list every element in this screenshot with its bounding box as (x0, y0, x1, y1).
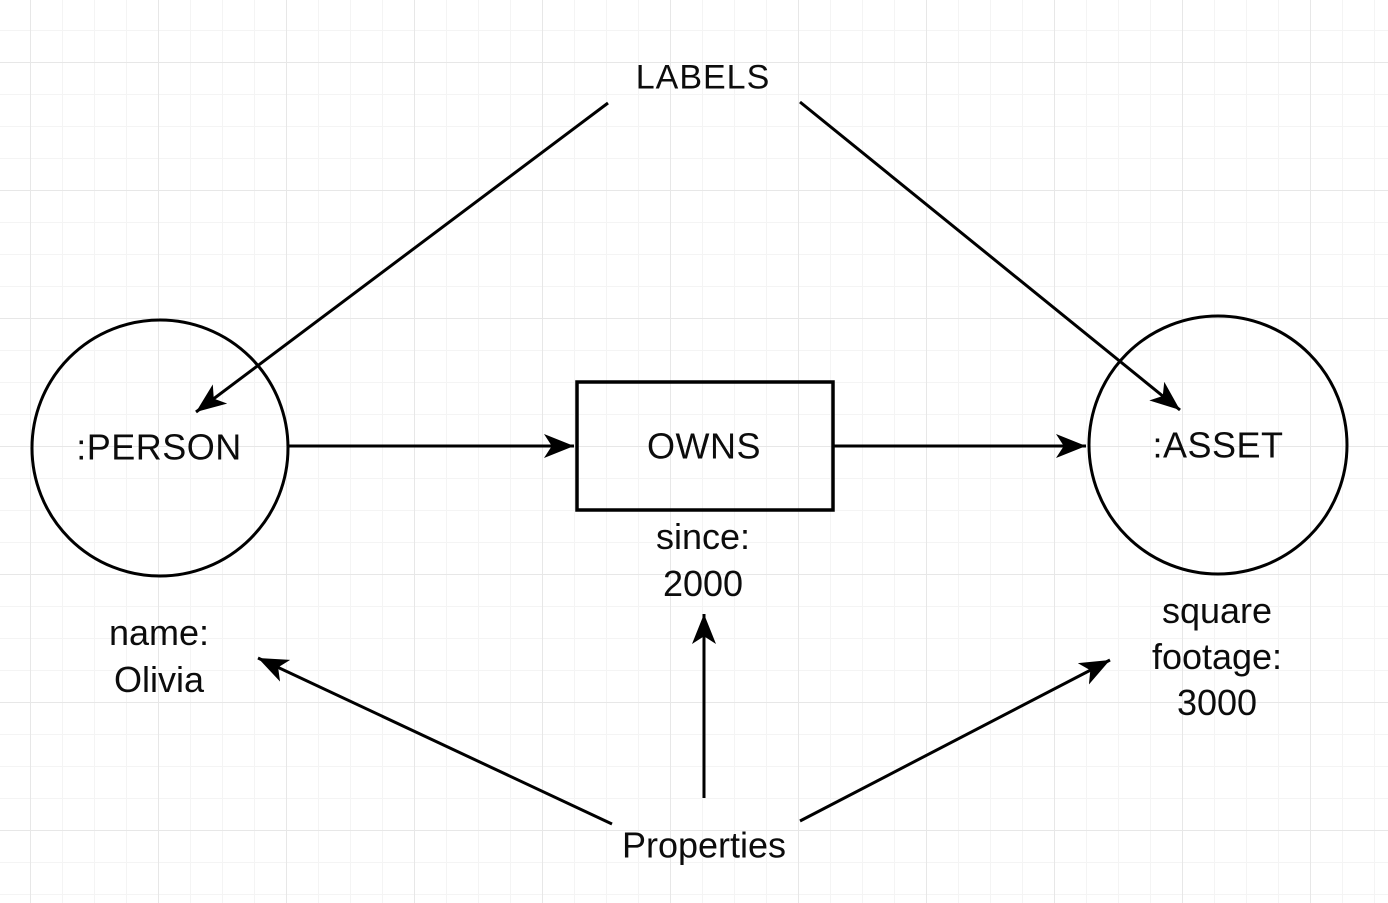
labels-to-person-arrow (195, 101, 609, 414)
properties-to-name-arrow (257, 656, 613, 826)
asset-property-line: 3000 (1176, 682, 1258, 723)
labels-callout-text: LABELS (635, 58, 771, 97)
person-property-line: Olivia (113, 659, 205, 700)
person-node-label: :PERSON (76, 426, 242, 468)
asset-property-line: square (1161, 590, 1273, 631)
owns-relationship-label: OWNS (647, 425, 761, 467)
properties-to-squarefootage-arrow (799, 658, 1111, 823)
asset-property-line: footage: (1151, 636, 1283, 677)
properties-callout-text: Properties (621, 824, 787, 866)
asset-node-circle (1087, 314, 1349, 576)
asset-property-annotation: square footage: 3000 (1152, 588, 1282, 726)
person-node-circle (30, 318, 290, 578)
person-property-line: name: (108, 612, 210, 653)
owns-property-annotation: since: 2000 (656, 513, 750, 607)
owns-property-line: since: (655, 516, 751, 557)
owns-property-line: 2000 (662, 563, 744, 604)
labels-to-asset-arrow (799, 100, 1181, 412)
person-property-annotation: name: Olivia (109, 609, 209, 703)
asset-node-label: :ASSET (1152, 424, 1284, 466)
